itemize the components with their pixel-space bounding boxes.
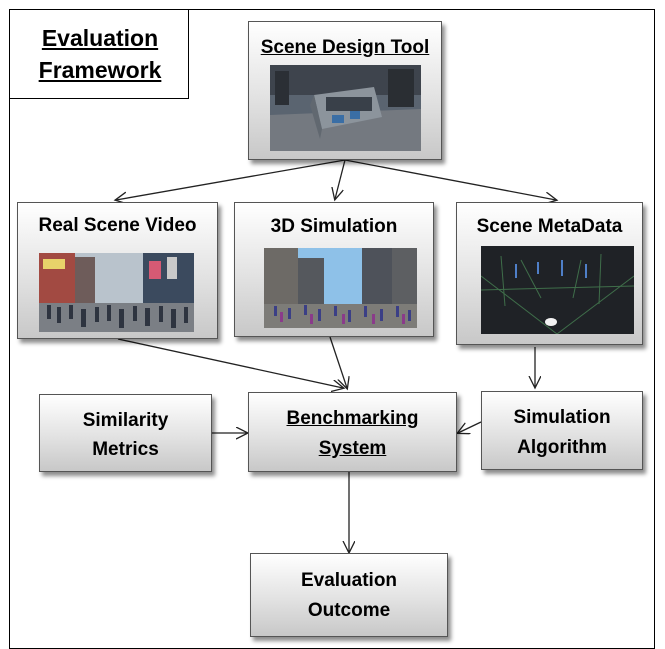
simulation-algorithm-line-2: Algorithm [517,437,607,458]
benchmarking-system-line-2: System [318,438,387,459]
arrow-design-to-metadata [344,159,556,200]
evaluation-outcome-line-1: Evaluation [300,570,398,591]
arrow-simulation-to-benchmark [329,336,347,388]
3d-simulation-label: 3D Simulation [270,216,398,237]
scene-design-tool-label: Scene Design Tool [260,37,430,58]
title-line-2: Framework [38,57,162,83]
arrow-algorithm-to-benchmark [458,421,482,433]
real-scene-video-image [39,253,194,332]
3d-simulation-image [264,248,417,328]
arrow-video-to-benchmark [117,338,343,388]
evaluation-framework-diagram: Evaluation Framework Scene Design Tool [0,9,665,649]
arrow-design-to-simulation [335,159,346,199]
benchmarking-system-box: Benchmarking System [248,392,457,472]
real-scene-video-box: Real Scene Video [17,202,218,339]
similarity-metrics-line-1: Similarity [82,410,169,431]
similarity-metrics-box: Similarity Metrics [39,394,212,472]
scene-metadata-label: Scene MetaData [476,216,623,237]
arrow-design-to-video [116,159,346,200]
title-line-1: Evaluation [41,25,159,51]
scene-metadata-box: Scene MetaData [456,202,643,345]
evaluation-outcome-box: Evaluation Outcome [250,553,448,637]
connector-arrows [0,159,665,634]
title-box: Evaluation Framework [9,9,189,99]
similarity-metrics-line-2: Metrics [92,439,159,460]
simulation-algorithm-line-1: Simulation [513,407,611,428]
scene-design-tool-box: Scene Design Tool [248,21,442,160]
benchmarking-system-line-1: Benchmarking [286,408,419,429]
real-scene-video-label: Real Scene Video [38,215,197,236]
diagram-title: Evaluation Framework [10,22,190,86]
evaluation-outcome-line-2: Outcome [307,600,391,621]
scene-design-tool-image [270,65,421,151]
3d-simulation-box: 3D Simulation [234,202,434,337]
scene-metadata-image [481,246,634,334]
simulation-algorithm-box: Simulation Algorithm [481,391,643,470]
